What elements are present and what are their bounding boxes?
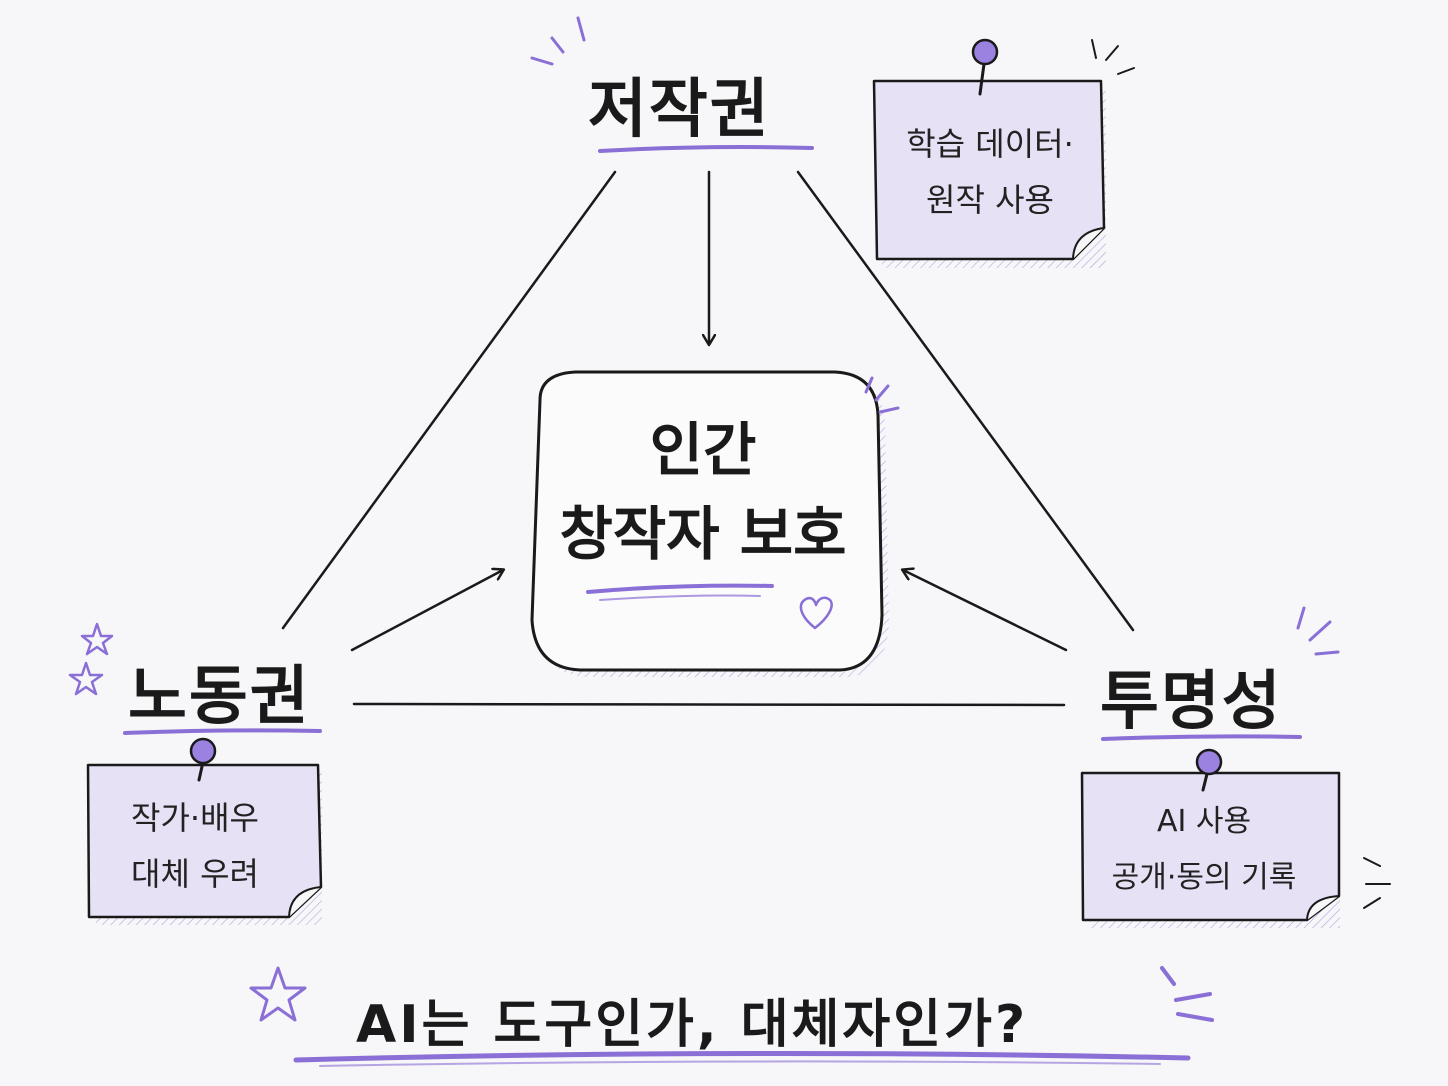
center-underline (586, 583, 774, 594)
copyright-underline (598, 145, 814, 153)
note-transparency-text: AI 사용 공개·동의 기록 (1084, 794, 1324, 906)
arrow-transparency-to-center (903, 570, 1068, 652)
sparkle-note-transparency-icon (1363, 857, 1391, 909)
center-underline-2 (599, 594, 761, 601)
star-icon-footer (249, 966, 307, 1022)
note-labor-text: 작가·배우 대체 우려 (90, 790, 300, 902)
note-transparency-line1: AI 사용 (1156, 804, 1252, 839)
transparency-underline (1101, 734, 1302, 741)
center-label: 인간 창작자 보호 (521, 408, 885, 576)
edge-copyright-labor (281, 170, 617, 630)
note-transparency-line2: 공개·동의 기록 (1111, 860, 1297, 895)
sparkle-copyright-icon (530, 16, 586, 66)
star-icon-1 (80, 622, 114, 656)
labor-underline (123, 728, 322, 735)
edge-labor-transparency (352, 702, 1066, 707)
sparkle-transparency-icon (1296, 606, 1340, 656)
footer-underline (293, 1050, 1191, 1063)
note-transparency (1080, 748, 1341, 928)
note-labor-line2: 대체 우려 (131, 855, 259, 893)
sparkle-center-icon (864, 376, 900, 414)
star-icon-2 (68, 661, 104, 696)
note-copyright-text: 학습 데이터· 원작 사용 (880, 116, 1100, 228)
center-label-line1: 인간 (649, 416, 757, 484)
note-labor (86, 737, 323, 925)
node-labor-label: 노동권 (128, 660, 311, 734)
heart-icon (799, 596, 833, 630)
footer-underline-2 (319, 1060, 1161, 1067)
center-box (530, 370, 884, 672)
note-copyright (872, 38, 1106, 268)
edge-copyright-transparency (796, 170, 1135, 632)
footer-question: AI는 도구인가, 대체자인가? (356, 995, 1029, 1055)
node-transparency-label: 투명성 (1100, 665, 1283, 739)
note-copyright-line2: 원작 사용 (926, 181, 1054, 219)
note-copyright-line1: 학습 데이터· (906, 125, 1074, 163)
center-label-line2: 창작자 보호 (559, 500, 847, 568)
node-copyright-label: 저작권 (588, 73, 771, 147)
arrow-labor-to-center (350, 570, 503, 652)
sparkle-footer-icon (1160, 966, 1214, 1022)
sparkle-note-copyright-icon (1091, 39, 1135, 75)
note-labor-line1: 작가·배우 (131, 799, 259, 837)
